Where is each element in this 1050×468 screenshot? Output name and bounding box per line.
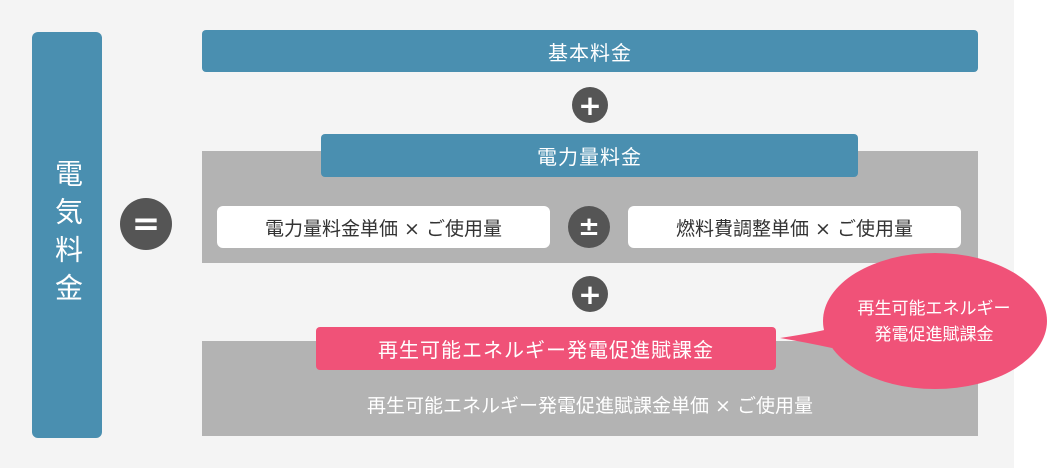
left-label-text: 電気料金 (51, 159, 84, 311)
total-electricity-fee-label: 電気料金 (32, 32, 102, 438)
callout-text: 再生可能エネルギー 発電促進賦課金 (826, 296, 1042, 348)
renewable-levy-title: 再生可能エネルギー発電促進賦課金 (378, 338, 714, 362)
renewable-levy-formula: 再生可能エネルギー発電促進賦課金単価 × ご使用量 (202, 372, 978, 436)
callout-line-1: 再生可能エネルギー (857, 299, 1011, 319)
plus-minus-circle-icon: ± (568, 206, 610, 248)
renewable-levy-formula-text: 再生可能エネルギー発電促進賦課金単価 × ご使用量 (366, 394, 813, 417)
plus-circle-icon: + (572, 87, 608, 123)
renewable-levy-title-bar: 再生可能エネルギー発電促進賦課金 (316, 327, 776, 370)
plus-circle-icon: + (572, 276, 608, 312)
equals-symbol: = (131, 204, 161, 244)
fuel-adjustment-box: 燃料費調整単価 × ご使用量 (628, 206, 961, 248)
callout-bubble-icon (780, 253, 1047, 389)
equals-circle-icon: = (120, 198, 172, 250)
plus-symbol-1: + (578, 88, 602, 122)
energy-unit-price-box: 電力量料金単価 × ご使用量 (217, 206, 550, 248)
callout-line-2: 発電促進賦課金 (874, 325, 994, 345)
energy-unit-price-text: 電力量料金単価 × ご使用量 (265, 217, 502, 240)
base-fee-bar: 基本料金 (202, 30, 978, 72)
energy-fee-title-bar: 電力量料金 (321, 134, 858, 177)
plus-symbol-2: + (578, 277, 602, 311)
plus-minus-symbol: ± (578, 212, 600, 242)
base-fee-text: 基本料金 (548, 40, 632, 65)
energy-fee-title: 電力量料金 (537, 145, 642, 169)
fuel-adjustment-text: 燃料費調整単価 × ご使用量 (676, 217, 913, 240)
